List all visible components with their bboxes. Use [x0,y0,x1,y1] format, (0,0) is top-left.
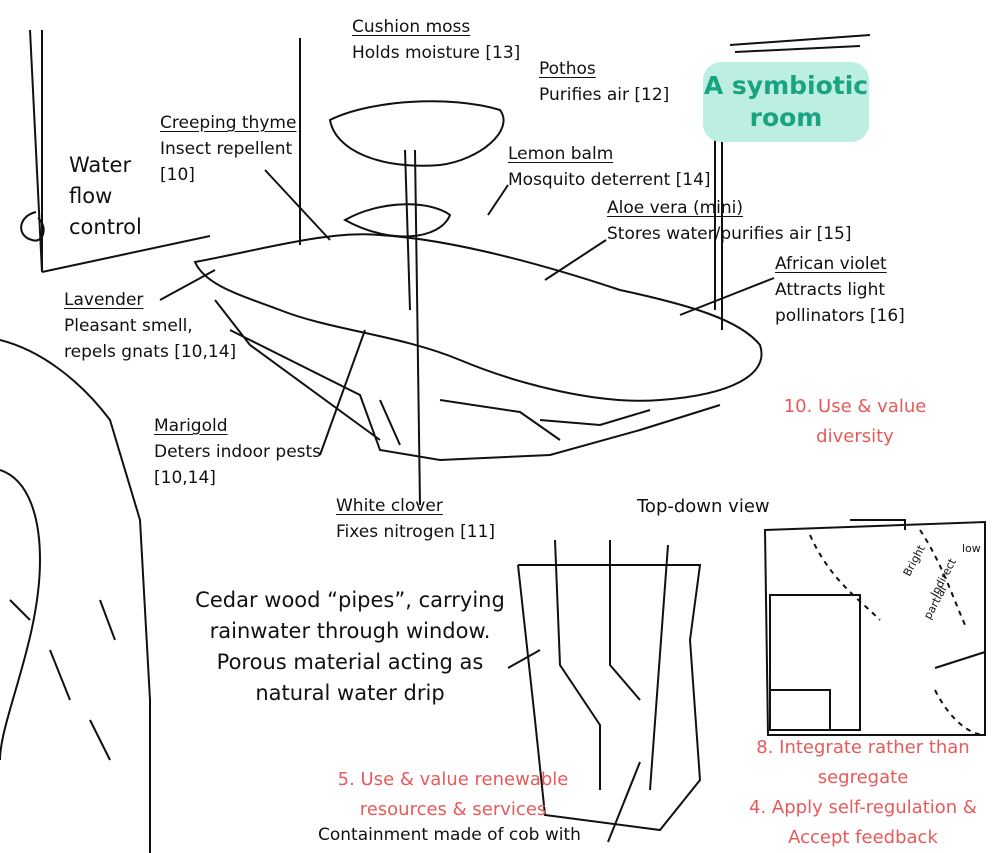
topdown-low: low [962,542,981,555]
water-flow-line3: control [69,215,142,239]
principle-5: 5. Use & value renewable resources & ser… [318,765,588,825]
label-marigold: Marigold Deters indoor pests [10,14] [154,413,321,491]
plant-name: Aloe vera (mini) [607,198,743,218]
window-frame-left [29,29,211,273]
title-badge: A symbiotic room [703,62,869,142]
topdown-bed [769,594,861,731]
principle-5-line1: 5. Use & value renewable [337,769,569,790]
plant-name: Lavender [64,290,144,310]
topdown-arc [934,689,986,736]
couch-hatching [9,599,116,761]
topdown-line [934,651,986,669]
water-flow-label: Water flow control [69,150,142,243]
plant-desc-2: [10,14] [154,468,216,488]
water-flow-line2: flow [69,184,113,208]
label-white-clover: White clover Fixes nitrogen [11] [336,493,495,545]
planter-outline [193,233,763,402]
principle-10: 10. Use & value diversity [770,392,940,452]
principle-10-line1: 10. Use & value [783,396,927,417]
pipes-note-line3: Porous material acting as [216,650,484,674]
plant-name: White clover [336,496,443,516]
topdown-zones [809,529,966,626]
topdown-frame [763,520,986,736]
plant-name: African violet [775,254,887,274]
water-flow-line1: Water [69,153,132,177]
label-aloe-vera: Aloe vera (mini) Stores water/purifies a… [607,195,852,247]
leader-containment [607,761,641,843]
topdown-window [850,519,906,530]
planter-stones [379,399,651,446]
leader-lemon [487,184,509,216]
plant-name: Lemon balm [508,144,614,164]
upper-planter [328,100,505,167]
plant-desc-2: [10] [160,165,195,185]
leader-lavender [159,269,216,301]
plant-desc: Stores water/purifies air [15] [607,224,852,244]
label-lemon-balm: Lemon balm Mosquito deterrent [14] [508,141,711,193]
pipe-mid [609,540,641,701]
principle-8-line2: segregate [817,767,909,788]
leader-violet [679,277,775,316]
window-top-strokes [729,34,871,53]
pipe-left [554,539,601,790]
leader-thyme [264,169,331,241]
topdown-label: Top-down view [637,496,770,517]
pipes-note-line1: Cedar wood “pipes”, carrying [195,588,505,612]
label-pothos: Pothos Purifies air [12] [539,56,669,108]
plant-name: Pothos [539,59,596,79]
label-cushion-moss: Cushion moss Holds moisture [13] [352,14,520,66]
principle-4-line1: 4. Apply self-regulation & [749,797,977,818]
pipe-right [649,544,669,791]
plant-desc: Pleasant smell, [64,316,193,336]
title: A symbiotic room [703,71,869,132]
principle-4-line2: Accept feedback [788,827,938,848]
principle-10-line2: diversity [816,426,894,447]
pipes-note: Cedar wood “pipes”, carrying rainwater t… [190,585,510,709]
plant-desc: Purifies air [12] [539,85,670,105]
plant-desc: Holds moisture [13] [352,43,521,63]
plant-stem [404,149,421,506]
leader-pipes [507,649,541,669]
principle-8-4: 8. Integrate rather than segregate 4. Ap… [728,733,998,853]
label-lavender: Lavender Pleasant smell, repels gnats [1… [64,287,236,365]
middle-tier [342,203,452,238]
label-african-violet: African violet Attracts light pollinator… [775,251,905,329]
plant-name: Marigold [154,416,228,436]
plant-desc: Insect repellent [160,139,293,159]
pipes-note-line4: natural water drip [255,681,445,705]
plant-desc: Deters indoor pests [154,442,322,462]
pipes-note-line2: rainwater through window. [209,619,491,643]
plant-desc: Mosquito deterrent [14] [508,170,711,190]
couch-outline [0,339,151,853]
plant-desc-2: repels gnats [10,14] [64,342,237,362]
principle-5-line2: resources & services [359,799,547,820]
principle-8-line1: 8. Integrate rather than [756,737,970,758]
plant-desc: Attracts light [775,280,886,300]
pipes-container [517,564,702,832]
leader-aloe [544,239,607,281]
plant-name: Creeping thyme [160,113,297,133]
plant-desc: Fixes nitrogen [11] [336,522,496,542]
plant-name: Cushion moss [352,17,471,37]
water-flow-knob [20,211,45,242]
containment-note: Containment made of cob with [318,825,581,845]
label-creeping-thyme: Creeping thyme Insect repellent [10] [160,110,296,188]
plant-desc-2: pollinators [16] [775,306,905,326]
leader-marigold [319,329,366,456]
